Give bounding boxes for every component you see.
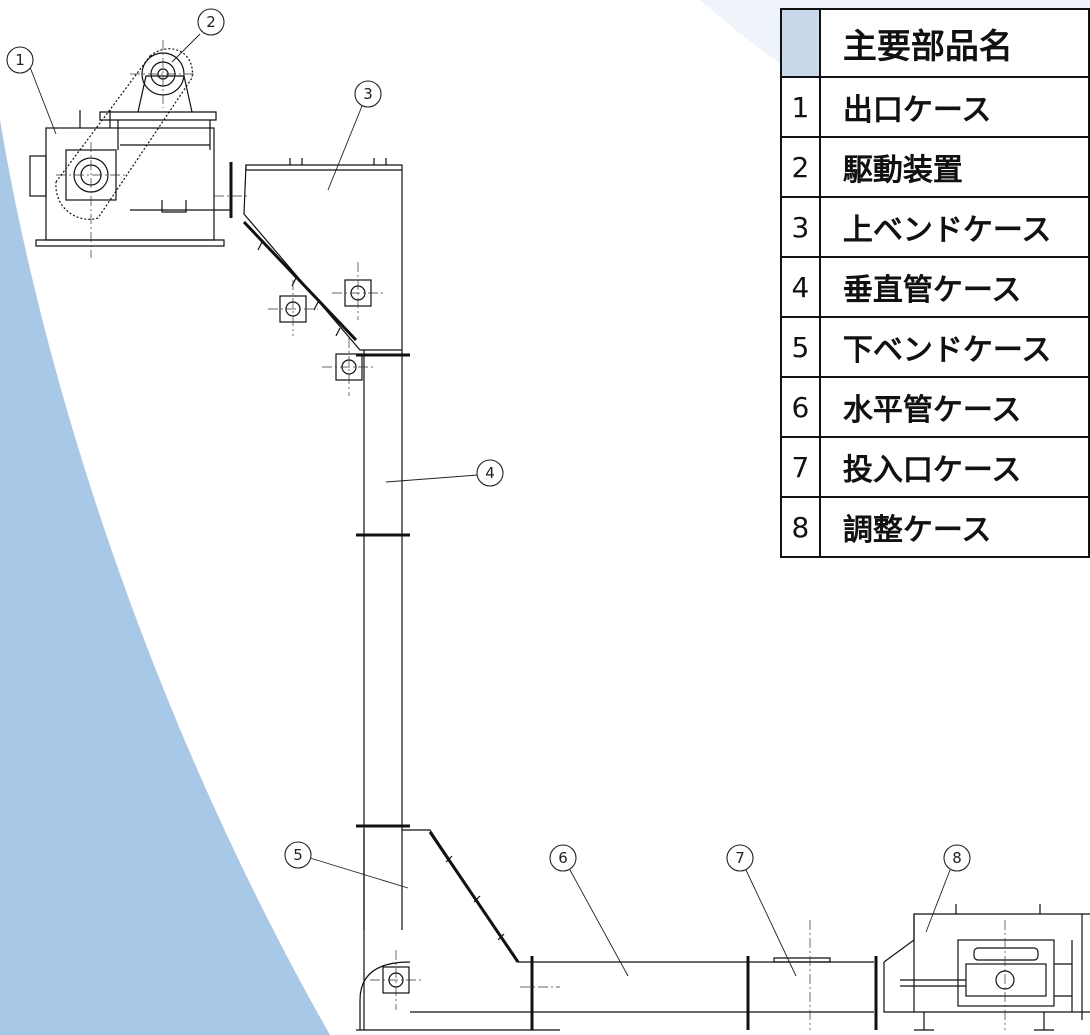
table-row: 6 水平管ケース <box>780 376 1090 438</box>
callout-3: 3 <box>327 80 382 191</box>
row-part-name: 上ベンドケース <box>818 196 1090 258</box>
table-row: 4 垂直管ケース <box>780 256 1090 318</box>
callout-5: 5 <box>284 841 409 889</box>
lower-bend-case-5 <box>356 829 560 1031</box>
callout-label: 7 <box>735 849 745 867</box>
callout-label: 4 <box>485 464 495 482</box>
callout-4: 4 <box>385 459 504 487</box>
row-number: 8 <box>780 496 821 558</box>
table-row: 7 投入口ケース <box>780 436 1090 498</box>
row-number: 2 <box>780 136 821 198</box>
table-row: 2 駆動装置 <box>780 136 1090 198</box>
callout-6: 6 <box>549 844 629 977</box>
callout-2: 2 <box>171 8 225 63</box>
drive-unit-2 <box>55 40 217 220</box>
row-part-name: 駆動装置 <box>818 136 1090 198</box>
row-number: 5 <box>780 316 821 378</box>
outlet-case-1 <box>29 110 230 258</box>
callout-label: 1 <box>15 51 25 69</box>
row-part-name: 下ベンドケース <box>818 316 1090 378</box>
header-number-cell <box>780 8 821 78</box>
table-row: 8 調整ケース <box>780 496 1090 558</box>
row-number: 7 <box>780 436 821 498</box>
light-blue-arc <box>0 120 330 1035</box>
row-number: 3 <box>780 196 821 258</box>
row-part-name: 出口ケース <box>818 76 1090 138</box>
table-row: 3 上ベンドケース <box>780 196 1090 258</box>
adjustment-case-8 <box>883 904 1090 1031</box>
callout-label: 3 <box>363 85 373 103</box>
callout-label: 2 <box>206 13 216 31</box>
row-part-name: 垂直管ケース <box>818 256 1090 318</box>
row-part-name: 投入口ケース <box>818 436 1090 498</box>
row-number: 6 <box>780 376 821 438</box>
callout-7: 7 <box>726 844 797 977</box>
parts-table: 主要部品名 1 出口ケース 2 駆動装置 3 上ベンドケース 4 垂直管ケース … <box>780 8 1090 558</box>
inlet-case-7 <box>773 920 878 1030</box>
callout-label: 6 <box>558 849 568 867</box>
callout-8: 8 <box>925 844 971 933</box>
callout-label: 8 <box>952 849 962 867</box>
callout-label: 5 <box>293 846 303 864</box>
row-part-name: 調整ケース <box>818 496 1090 558</box>
table-row: 1 出口ケース <box>780 76 1090 138</box>
header-name-cell: 主要部品名 <box>818 8 1090 78</box>
table-header-row: 主要部品名 <box>780 8 1090 78</box>
row-number: 1 <box>780 76 821 138</box>
row-number: 4 <box>780 256 821 318</box>
callout-1: 1 <box>6 46 57 135</box>
table-row: 5 下ベンドケース <box>780 316 1090 378</box>
upper-bend-case-3 <box>214 158 403 396</box>
row-part-name: 水平管ケース <box>818 376 1090 438</box>
horizontal-pipe-case-6 <box>410 956 874 1030</box>
